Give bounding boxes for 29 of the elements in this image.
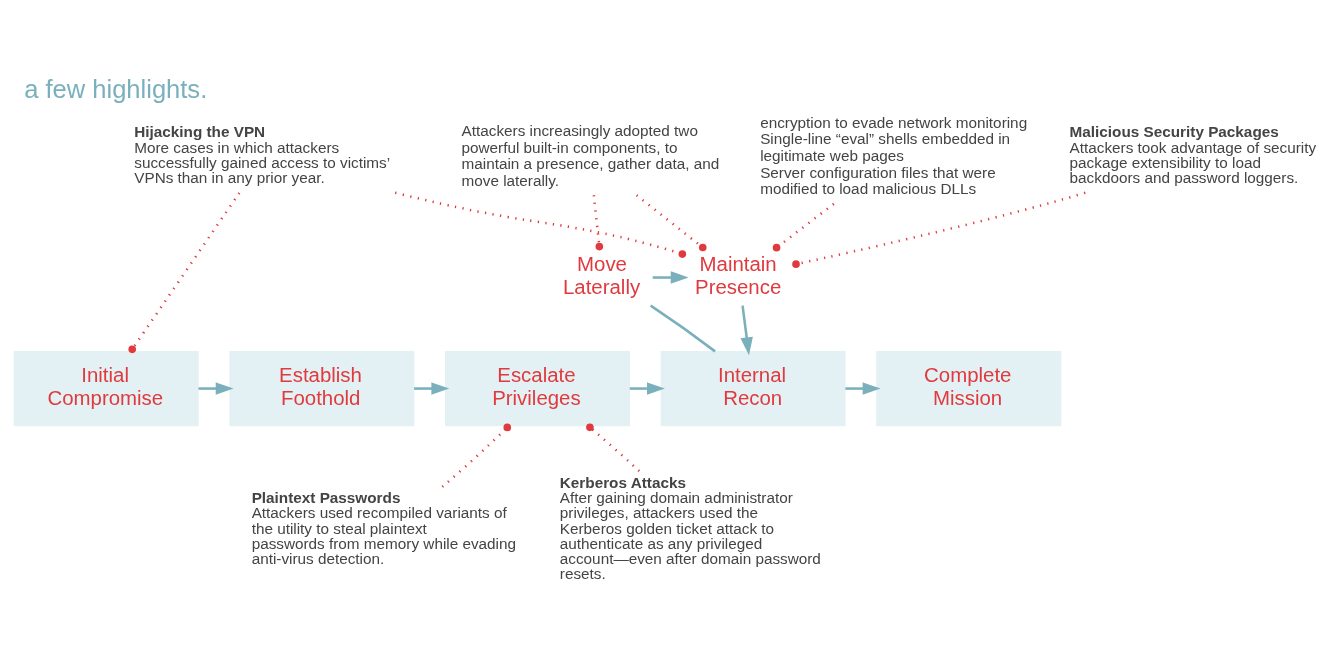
node-box: Complete Mission: [876, 350, 1062, 426]
connector: [792, 191, 1086, 268]
node-text: Attackers increasingly adopted two powerful built-in components, to maintain a presence, gather data, and move laterally.: [461, 121, 720, 189]
arrow: [198, 381, 234, 395]
connector: [635, 193, 707, 251]
connector: [441, 423, 512, 488]
arrow: [740, 304, 753, 355]
connector: [128, 191, 241, 353]
connector: [394, 191, 687, 258]
diagram-title: a few highlights.: [24, 74, 208, 103]
connector: [649, 304, 716, 352]
arrow: [414, 381, 450, 395]
node-text: Malicious Security Packages Attackers took advantage of security package extensibility to load backdoors and password loggers.: [1069, 122, 1317, 186]
node-box: Establish Foothold: [229, 350, 415, 426]
node-text: Kerberos Attacks After gaining domain administrator privileges, attackers used the Kerberos golden ticket attack to authenticate as any privileged account—even after domain password resets.: [559, 473, 821, 582]
arrow: [652, 270, 689, 284]
node-box: Initial Compromise: [13, 350, 199, 426]
connector: [772, 202, 835, 251]
node-text: Hijacking the VPN More cases in which attackers successfully gained access to victims’ VPNs than in any prior year.: [134, 122, 391, 186]
connector: [586, 422, 641, 472]
node-text: Plaintext Passwords Attackers used recompiled variants of the utility to steal plaintext passwords from memory while evading anti-virus detection.: [251, 488, 517, 567]
node-box: Internal Recon: [660, 350, 846, 426]
node-text: encryption to evade network monitoring Single-line “eval” shells embedded in legitimate web pages Server configuration files that were modified to load malicious DLLs: [760, 113, 1028, 197]
arrow: [629, 381, 665, 395]
node-box: Escalate Privileges: [444, 350, 630, 426]
node-text: Move Laterally: [563, 252, 641, 298]
arrow: [845, 381, 881, 395]
node-text: Maintain Presence: [695, 252, 782, 298]
connector: [592, 194, 604, 250]
